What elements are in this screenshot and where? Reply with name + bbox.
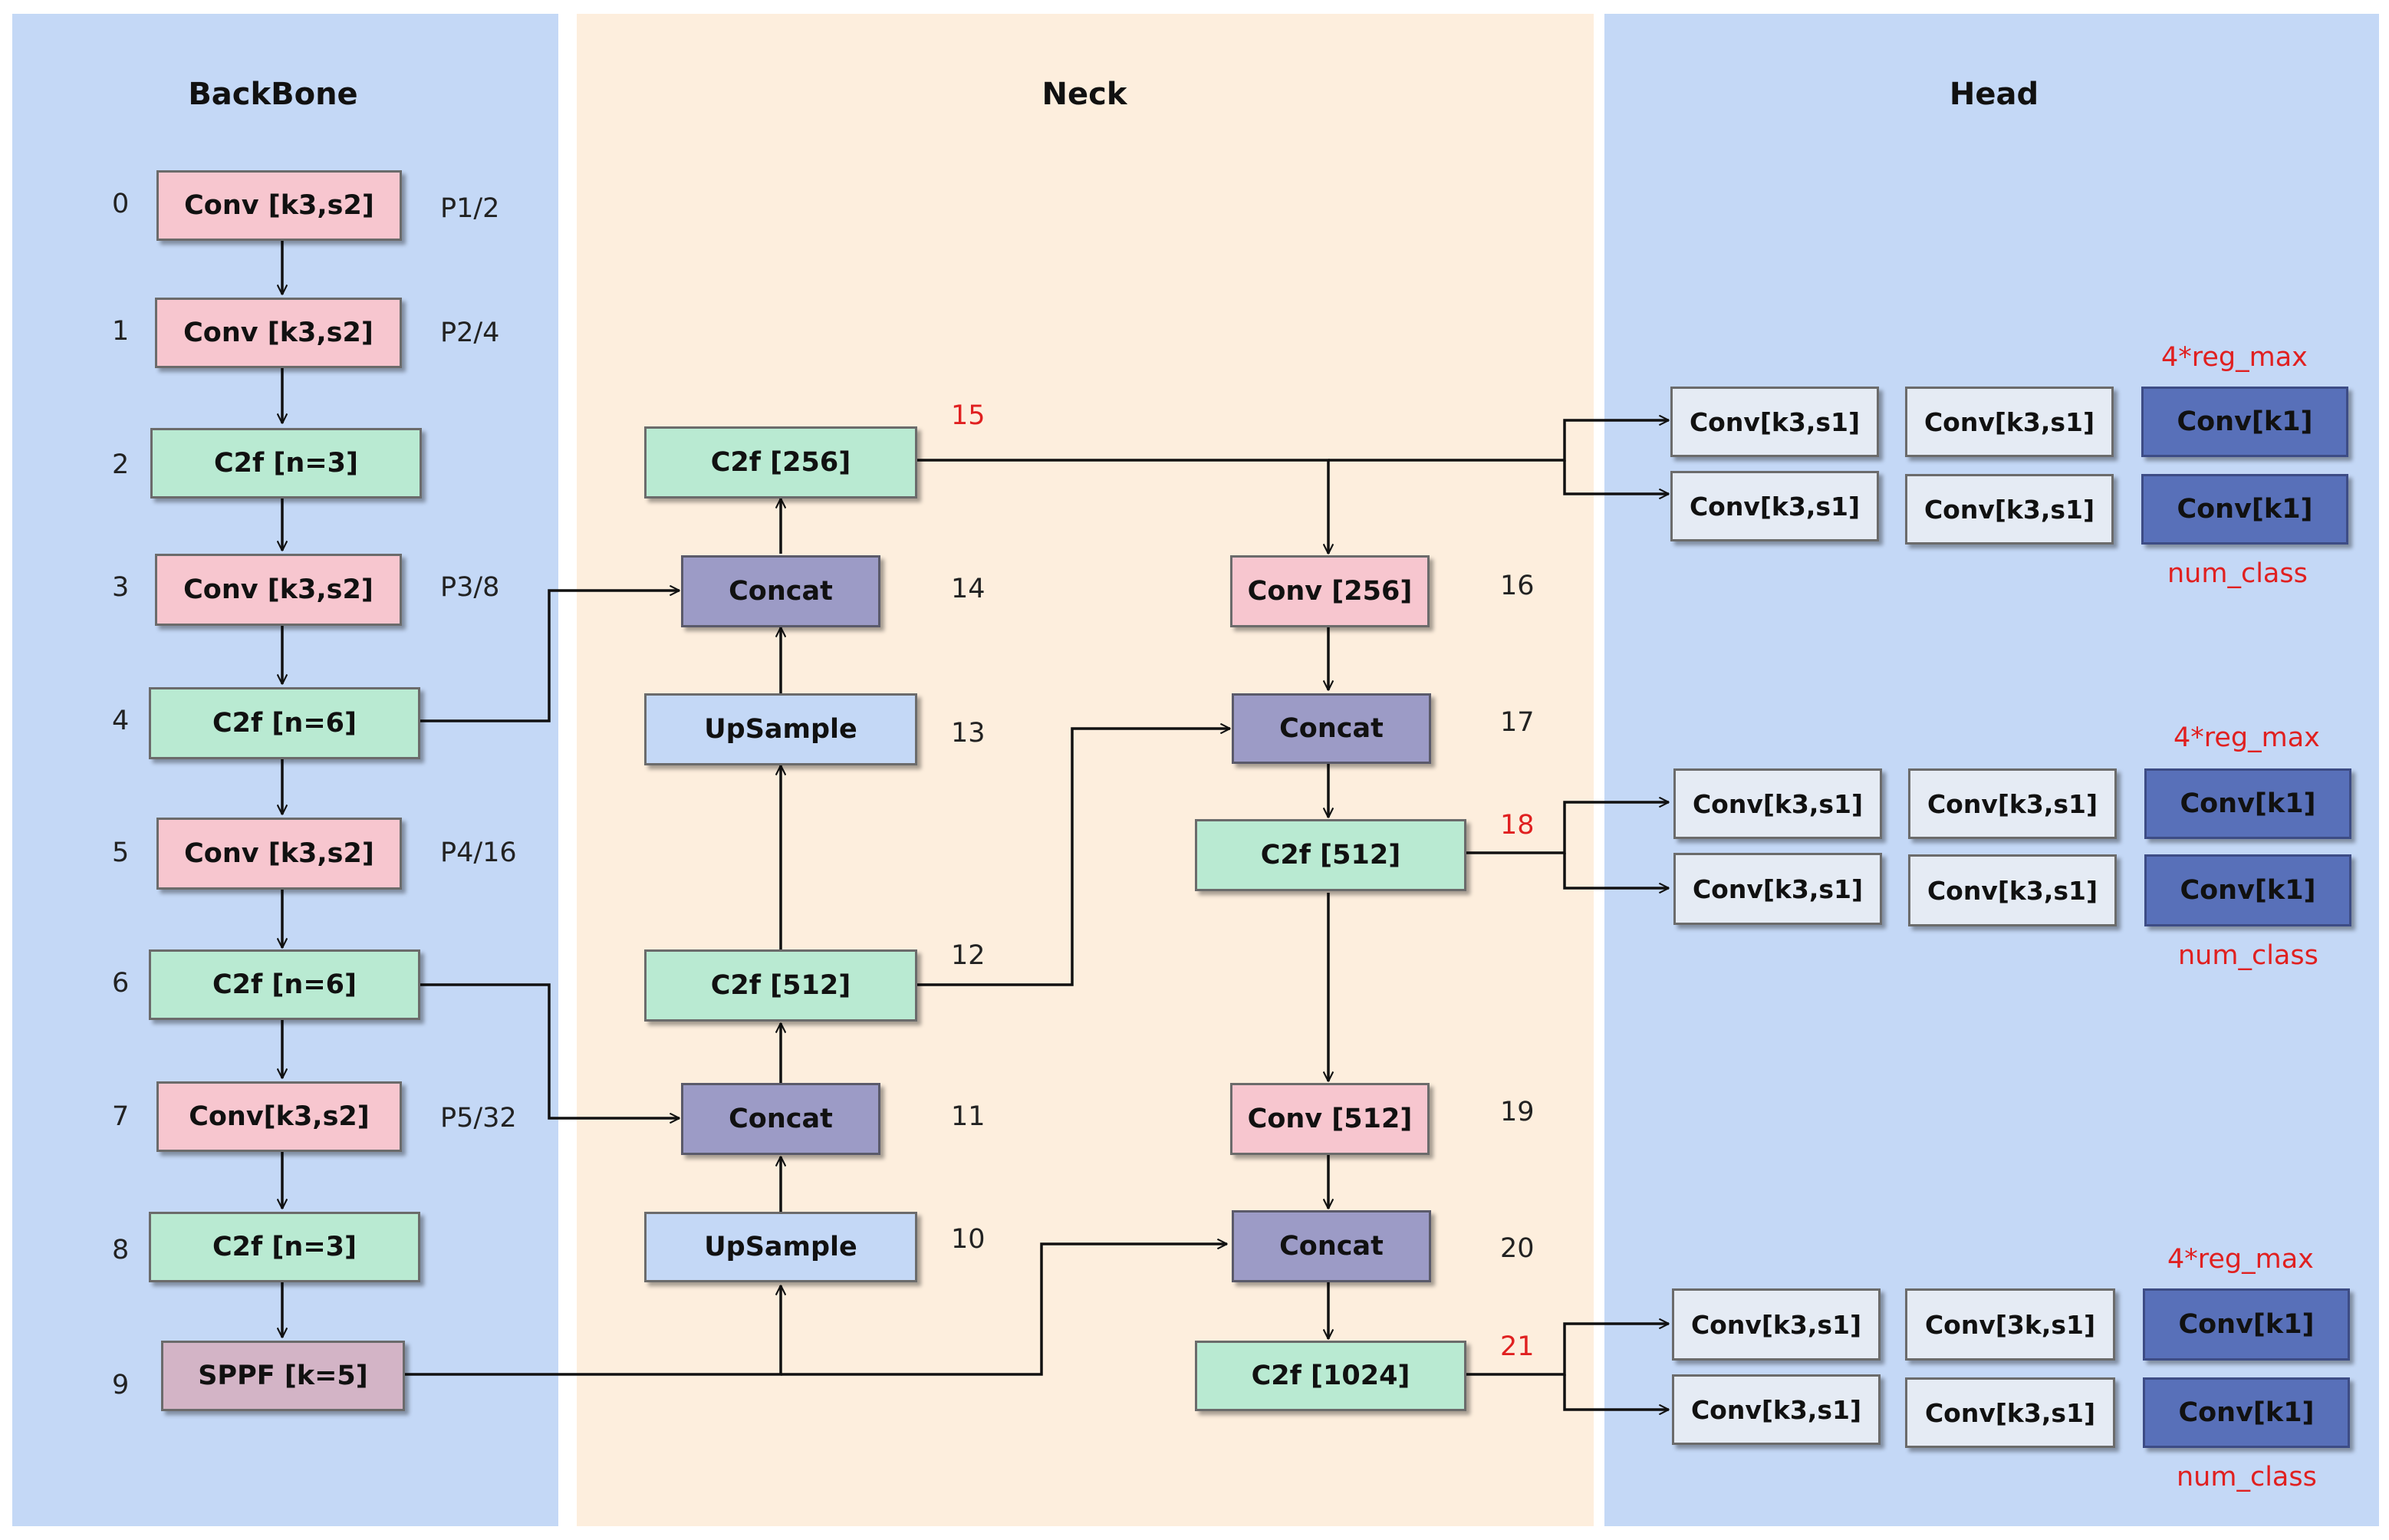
edge-18-head-bottom: [1563, 853, 1669, 888]
backbone-conv-5[interactable]: Conv [k3,s2]: [156, 818, 402, 890]
layer-index-output: 15: [951, 400, 986, 431]
head-class-label: num_class: [2167, 558, 2308, 589]
head-conv-box[interactable]: Conv[k3,s1]: [1672, 1374, 1881, 1445]
neck-concat-11[interactable]: Concat: [681, 1083, 880, 1155]
layer-index: 8: [112, 1235, 130, 1265]
layer-index-output: 21: [1500, 1331, 1535, 1362]
head-output-conv[interactable]: Conv[k1]: [2141, 474, 2348, 545]
head-conv-box[interactable]: Conv[k3,s1]: [1670, 471, 1879, 541]
head-conv-box[interactable]: Conv[k3,s1]: [1908, 768, 2117, 839]
neck-conv-16[interactable]: Conv [256]: [1230, 555, 1430, 627]
head-output-conv[interactable]: Conv[k1]: [2144, 854, 2351, 926]
neck-upsample-10[interactable]: UpSample: [644, 1212, 917, 1282]
edge-21-head-top: [1466, 1324, 1669, 1376]
head-title: Head: [1949, 77, 2039, 112]
neck-title: Neck: [1041, 77, 1127, 112]
layer-index: 7: [112, 1101, 130, 1132]
edge-15-16: [917, 459, 1328, 554]
head-conv-box[interactable]: Conv[k3,s1]: [1905, 1377, 2115, 1448]
layer-index: 20: [1500, 1233, 1535, 1264]
head-conv-box[interactable]: Conv[k3,s1]: [1673, 768, 1882, 839]
backbone-conv-3[interactable]: Conv [k3,s2]: [155, 554, 402, 626]
layer-index: 1: [112, 316, 130, 347]
edge-4-14: [420, 591, 680, 722]
head-conv-box[interactable]: Conv[3k,s1]: [1905, 1288, 2115, 1361]
neck-c2f-12[interactable]: C2f [512]: [644, 949, 917, 1022]
edge-15-head-bottom: [1563, 460, 1669, 494]
backbone-c2f-4[interactable]: C2f [n=6]: [149, 687, 420, 759]
layer-index: 4: [112, 706, 130, 736]
edge-6-11: [420, 983, 680, 1118]
layer-index: 6: [112, 968, 130, 999]
layer-index: 11: [951, 1101, 986, 1132]
layer-index: 17: [1500, 707, 1535, 738]
layer-index: 13: [951, 718, 986, 749]
head-conv-box[interactable]: Conv[k3,s1]: [1673, 853, 1882, 925]
head-conv-box[interactable]: Conv[k3,s1]: [1672, 1288, 1881, 1361]
neck-c2f-15[interactable]: C2f [256]: [644, 426, 917, 499]
stride-label: P3/8: [440, 572, 500, 603]
neck-concat-17[interactable]: Concat: [1232, 693, 1431, 764]
head-reg-label: 4*reg_max: [2161, 342, 2308, 373]
head-reg-label: 4*reg_max: [2167, 1244, 2314, 1275]
stride-label: P1/2: [440, 193, 500, 224]
backbone-title: BackBone: [188, 77, 358, 112]
layer-index: 2: [112, 449, 130, 480]
layer-index-output: 18: [1500, 810, 1535, 841]
neck-concat-14[interactable]: Concat: [681, 555, 880, 627]
layer-index: 9: [112, 1370, 130, 1400]
backbone-conv-7[interactable]: Conv[k3,s2]: [156, 1081, 402, 1152]
stride-label: P2/4: [440, 318, 500, 348]
neck-c2f-18[interactable]: C2f [512]: [1195, 819, 1466, 891]
edge-9-20: [781, 1244, 1227, 1376]
edge-9-10: [405, 1285, 781, 1376]
edge-12-17: [917, 729, 1230, 986]
neck-c2f-21[interactable]: C2f [1024]: [1195, 1341, 1466, 1411]
head-output-conv[interactable]: Conv[k1]: [2141, 387, 2348, 457]
head-conv-box[interactable]: Conv[k3,s1]: [1905, 474, 2114, 545]
backbone-conv-1[interactable]: Conv [k3,s2]: [155, 298, 402, 368]
backbone-conv-0[interactable]: Conv [k3,s2]: [156, 170, 402, 241]
layer-index: 10: [951, 1224, 986, 1255]
layer-index: 19: [1500, 1097, 1535, 1127]
backbone-c2f-8[interactable]: C2f [n=3]: [149, 1212, 420, 1282]
neck-conv-19[interactable]: Conv [512]: [1230, 1083, 1430, 1155]
head-conv-box[interactable]: Conv[k3,s1]: [1670, 387, 1879, 457]
stride-label: P5/32: [440, 1103, 517, 1134]
edge-21-head-bottom: [1563, 1374, 1669, 1410]
layer-index: 5: [112, 837, 130, 868]
head-class-label: num_class: [2177, 1462, 2317, 1492]
neck-concat-20[interactable]: Concat: [1232, 1210, 1431, 1282]
edge-18-head-top: [1466, 802, 1669, 854]
edge-15-head-top: [1328, 420, 1669, 462]
head-conv-box[interactable]: Conv[k3,s1]: [1908, 854, 2117, 926]
layer-index: 14: [951, 574, 986, 604]
backbone-c2f-2[interactable]: C2f [n=3]: [150, 428, 422, 499]
head-class-label: num_class: [2178, 940, 2318, 971]
head-output-conv[interactable]: Conv[k1]: [2143, 1377, 2350, 1448]
layer-index: 3: [112, 572, 130, 603]
layer-index: 16: [1500, 571, 1535, 601]
head-output-conv[interactable]: Conv[k1]: [2144, 768, 2351, 839]
stride-label: P4/16: [440, 837, 517, 868]
layer-index: 12: [951, 940, 986, 971]
head-conv-box[interactable]: Conv[k3,s1]: [1905, 387, 2114, 457]
backbone-c2f-6[interactable]: C2f [n=6]: [149, 949, 420, 1020]
backbone-sppf-9[interactable]: SPPF [k=5]: [161, 1341, 405, 1411]
neck-upsample-13[interactable]: UpSample: [644, 693, 917, 765]
layer-index: 0: [112, 189, 130, 219]
head-reg-label: 4*reg_max: [2173, 722, 2320, 753]
head-output-conv[interactable]: Conv[k1]: [2143, 1288, 2350, 1361]
